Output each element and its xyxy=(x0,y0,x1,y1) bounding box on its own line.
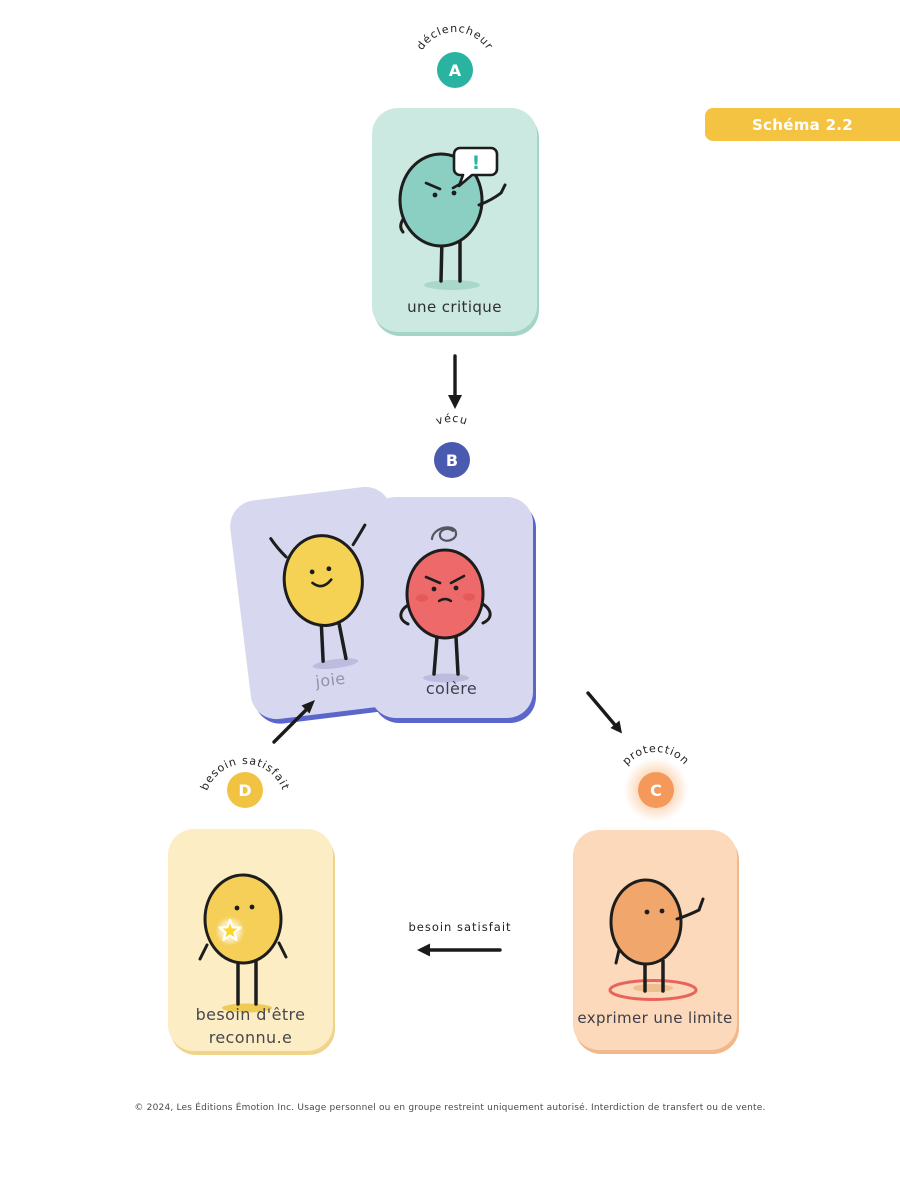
copyright-text: © 2024, Les Éditions Émotion Inc. Usage … xyxy=(134,1103,766,1113)
limit-circle-icon xyxy=(608,979,698,1001)
card-limite: exprimer une limite xyxy=(573,830,737,1050)
node-a-curved-label: déclencheur xyxy=(414,22,496,53)
character-critique-shadow xyxy=(424,280,480,290)
schema-badge-label: Schéma 2.2 xyxy=(751,115,854,134)
card-reconnu-label: besoin d'être reconnu.e xyxy=(195,1005,306,1048)
card-colere: colère xyxy=(370,497,533,718)
character-joie-shadow xyxy=(312,658,359,669)
node-a-graphic: déclencheur A xyxy=(414,22,496,88)
arrow-a-to-b xyxy=(448,354,462,409)
node-d-marker: besoin satisfait D xyxy=(175,738,315,822)
arrow-b-to-c xyxy=(586,691,622,734)
arrow-c-to-d-label: besoin satisfait xyxy=(408,920,511,934)
node-d-circle xyxy=(227,772,263,808)
node-a-marker: déclencheur A xyxy=(385,18,525,102)
card-joie: joie xyxy=(227,483,415,723)
character-joie-body xyxy=(282,534,364,627)
arrow-c-to-d: besoin satisfait xyxy=(408,920,511,957)
character-colere-shadow xyxy=(423,673,469,683)
character-colere-body xyxy=(405,548,485,640)
card-critique-label: une critique xyxy=(407,298,502,316)
character-limite-arm xyxy=(675,897,705,921)
node-a-circle xyxy=(437,52,473,88)
node-b-marker: vécu B xyxy=(382,408,522,492)
arrow-d-to-b xyxy=(272,700,315,744)
card-reconnu: besoin d'être reconnu.e xyxy=(168,829,333,1051)
character-colere xyxy=(399,526,492,683)
character-critique: ! xyxy=(398,146,507,290)
node-b-circle xyxy=(434,442,470,478)
node-c-letter: C xyxy=(650,781,662,800)
character-reconnu-shadow xyxy=(222,1003,272,1013)
node-c-circle xyxy=(638,772,674,808)
character-reconnu-body xyxy=(203,873,283,965)
character-limite xyxy=(608,878,705,1001)
character-limite-shadow xyxy=(633,984,673,992)
character-limite-body xyxy=(609,878,683,966)
character-reconnu xyxy=(198,873,288,1013)
node-c-graphic: protection C xyxy=(620,742,691,822)
node-c-marker: protection C xyxy=(586,738,726,822)
node-b-curved-label: vécu xyxy=(434,412,469,428)
card-critique: ! une critique xyxy=(372,108,537,332)
card-limite-label: exprimer une limite xyxy=(577,1009,733,1027)
node-d-letter: D xyxy=(238,781,251,800)
star-icon xyxy=(218,918,242,941)
steam-scribble-icon xyxy=(430,526,458,542)
node-b-graphic: vécu B xyxy=(434,412,470,478)
node-d-graphic: besoin satisfait D xyxy=(198,754,291,808)
character-joie xyxy=(269,523,367,669)
speech-bubble xyxy=(452,146,499,188)
node-b-letter: B xyxy=(446,451,458,470)
node-a-letter: A xyxy=(449,61,462,80)
character-critique-arm xyxy=(477,183,507,207)
speech-bubble-text: ! xyxy=(472,152,481,174)
card-colere-label: colère xyxy=(425,679,478,698)
schema-badge: Schéma 2.2 xyxy=(705,108,900,141)
